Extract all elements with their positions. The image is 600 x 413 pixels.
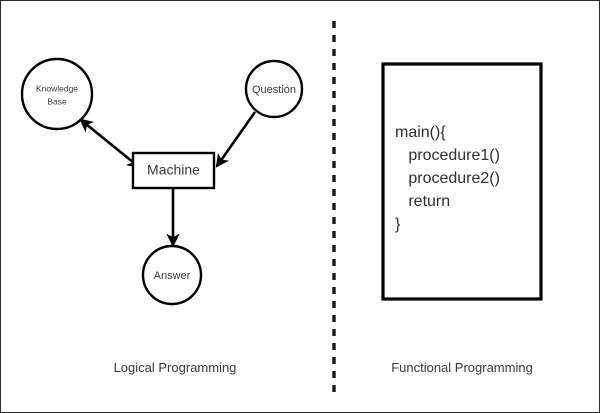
node-answer[interactable]: Answer: [141, 244, 203, 306]
answer-label: Answer: [154, 270, 191, 282]
knowledge-base-circle: [20, 57, 94, 131]
node-question[interactable]: Question: [244, 59, 304, 119]
panel-functional: main(){ procedure1() procedure2() return…: [381, 62, 543, 375]
machine-label: Machine: [147, 162, 200, 178]
node-machine[interactable]: Machine: [131, 151, 216, 190]
code-line-5: }: [395, 216, 401, 233]
code-box[interactable]: [381, 62, 543, 301]
code-line-1: main(){: [395, 124, 446, 141]
code-line-3: procedure2(): [395, 170, 500, 187]
question-label: Question: [252, 84, 296, 96]
code-line-4: return: [395, 193, 450, 210]
caption-functional-programming: Functional Programming: [391, 360, 533, 375]
question-circle: [244, 59, 304, 119]
machine-rect: [131, 151, 216, 190]
knowledge-base-label-line2: Base: [47, 96, 67, 106]
node-knowledge-base[interactable]: Knowledge Base: [20, 57, 94, 131]
caption-logical-programming: Logical Programming: [114, 360, 237, 375]
panel-logical: Knowledge Base Question Machine Answer L…: [20, 57, 304, 375]
knowledge-base-label-line1: Knowledge: [36, 83, 78, 93]
edge-knowledge-base-machine: [79, 118, 141, 169]
code-line-2: procedure1(): [395, 147, 500, 164]
answer-circle: [141, 244, 203, 306]
edge-question-machine: [215, 111, 257, 168]
